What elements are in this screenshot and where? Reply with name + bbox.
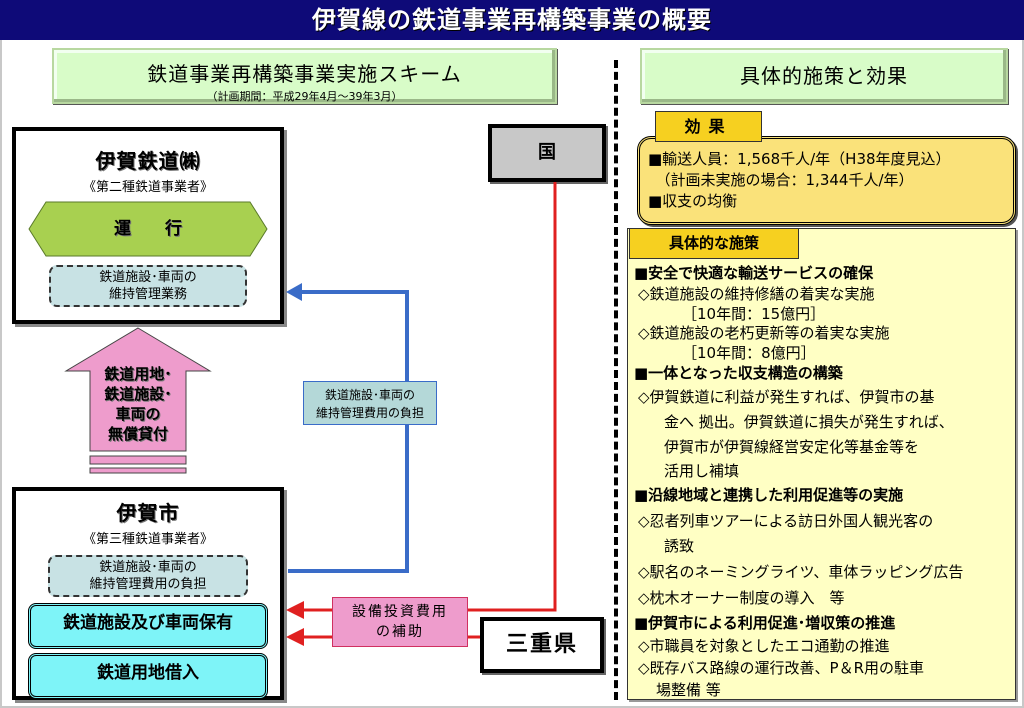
subsidy-flow-line2: の補助 (376, 624, 424, 640)
mie-prefecture-box: 三重県 (480, 617, 604, 673)
maintenance-duty-box: 鉄道施設･車両の 維持管理業務 (49, 265, 247, 307)
free-lease-arrow: 鉄道用地･ 鉄道施設･ 車両の 無償貸付 (64, 326, 214, 486)
measure-item: ◇忍者列車ツアーによる訪日外国人観光客の (638, 512, 934, 530)
section-divider (614, 60, 618, 700)
measure-heading: ■一体となった収支構造の構築 (634, 364, 843, 382)
measures-box: ■安全で快適な輸送サービスの確保 ◇鉄道施設の維持修繕の着実な実施 ［10年間：… (627, 228, 1016, 700)
iga-city-box: 伊賀市 《第三種鉄道事業者》 鉄道施設･車両の 維持管理費用の負担 鉄道施設及び… (12, 487, 284, 700)
lease-line1: 鉄道用地･ (104, 365, 172, 383)
subsidy-flow-line1: 設備投資費用 (352, 604, 448, 620)
measure-item: ◇枕木オーナー制度の導入 等 (638, 589, 845, 607)
measure-item: ◇伊賀鉄道に利益が発生すれば、伊賀市の基 (638, 388, 935, 406)
measure-item-cont: 場整備 等 (656, 681, 721, 699)
measure-item-cont: 誘致 (664, 537, 695, 555)
operation-label: 運 行 (114, 219, 182, 239)
lease-line3: 車両の (115, 405, 161, 423)
maintenance-flow-label: 鉄道施設･車両の 維持管理費用の負担 (303, 381, 437, 425)
iga-railway-name: 伊賀鉄道㈱ (95, 149, 201, 173)
up-arrow-icon (64, 327, 212, 474)
measure-item-cont: 活用し補填 (664, 462, 740, 480)
maintenance-flow-line2: 維持管理費用の負担 (315, 406, 424, 420)
iga-railway-box: 伊賀鉄道㈱ 《第二種鉄道事業者》 運 行 鉄道施設･車両の 維持管理業務 (12, 127, 284, 324)
scheme-title: 鉄道事業再構築事業実施スキーム (147, 62, 462, 86)
free-lease-text: 鉄道用地･ 鉄道施設･ 車両の 無償貸付 (90, 364, 186, 444)
ownership-box: 鉄道施設及び車両保有 (28, 603, 268, 649)
effects-tab: 効果 (655, 111, 762, 142)
measure-item-budget: ［10年間：8億円］ (682, 344, 816, 362)
iga-city-name: 伊賀市 (116, 501, 180, 525)
national-government-box: 国 (488, 124, 606, 182)
effects-box: ■輸送人員：1,568千人/年（H38年度見込） （計画未実施の場合：1,344… (637, 136, 1016, 225)
page-title: 伊賀線の鉄道事業再構築事業の概要 (0, 0, 1024, 40)
measure-heading: ■安全で快適な輸送サービスの確保 (634, 264, 874, 282)
measure-item: ◇既存バス路線の運行改善、P＆R用の駐車 (638, 659, 925, 677)
land-lease-box: 鉄道用地借入 (28, 653, 268, 699)
measure-item-cont: 金へ 拠出。伊賀鉄道に損失が発生すれば、 (664, 413, 954, 431)
maintenance-duty-line2: 維持管理業務 (108, 287, 187, 302)
maintenance-cost-line2: 維持管理費用の負担 (89, 577, 207, 592)
measure-item-cont: 伊賀市が伊賀線経営安定化等基金等を (664, 438, 920, 456)
iga-railway-role: 《第二種鉄道事業者》 (82, 180, 213, 195)
lease-line2: 鉄道施設･ (104, 385, 172, 403)
operation-hexagon: 運 行 (28, 201, 268, 257)
lease-line4: 無償貸付 (107, 425, 168, 443)
measure-heading: ■沿線地域と連携した利用促進等の実施 (634, 486, 904, 504)
maintenance-cost-line1: 鉄道施設･車両の (99, 560, 197, 575)
subsidy-flow-label: 設備投資費用 の補助 (332, 597, 468, 647)
measure-item: ◇鉄道施設の維持修繕の着実な実施 (638, 285, 875, 303)
effects-header: 具体的施策と効果 (640, 48, 1008, 104)
hexagon-shape (28, 201, 268, 257)
maintenance-flow-line1: 鉄道施設･車両の (324, 388, 415, 402)
effect-item: ■収支の均衡 (648, 192, 738, 210)
measure-item: ◇市職員を対象としたエコ通勤の推進 (638, 637, 890, 655)
measures-tab: 具体的な施策 (629, 228, 799, 259)
scheme-header: 鉄道事業再構築事業実施スキーム （計画期間：平成29年4月～39年3月） (52, 48, 557, 104)
iga-city-role: 《第三種鉄道事業者》 (82, 532, 213, 547)
measure-item: ◇駅名のネーミングライツ、車体ラッピング広告 (638, 563, 964, 581)
effect-item: （計画未実施の場合：1,344千人/年） (648, 171, 914, 189)
maintenance-cost-box: 鉄道施設･車両の 維持管理費用の負担 (48, 555, 248, 597)
measure-heading: ■伊賀市による利用促進･増収策の推進 (634, 614, 896, 632)
measure-item: ◇鉄道施設の老朽更新等の着実な実施 (638, 324, 890, 342)
maintenance-duty-line1: 鉄道施設･車両の (99, 270, 197, 285)
effect-item: ■輸送人員：1,568千人/年（H38年度見込） (648, 150, 951, 168)
measure-item-budget: ［10年間：15億円］ (682, 305, 826, 323)
plan-period: （計画期間：平成29年4月～39年3月） (206, 90, 403, 103)
